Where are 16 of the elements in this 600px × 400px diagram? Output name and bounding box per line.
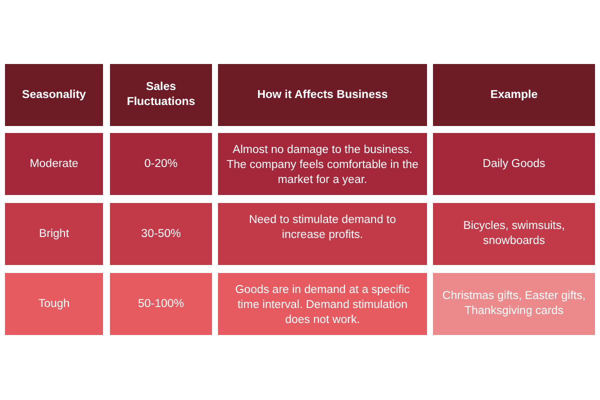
table-cell: Goods are in demand at a specific time interval. Demand stimulation does not work. (218, 273, 427, 335)
table-cell: Christmas gifts, Easter gifts, Thanksgiving cards (433, 273, 595, 335)
header-cell: Example (433, 64, 595, 126)
table-cell: Need to stimulate demand to increase profits. (218, 203, 427, 265)
table-cell: Bright (5, 203, 103, 265)
table-cell: Moderate (5, 133, 103, 195)
table-cell: Daily Goods (433, 133, 595, 195)
header-cell: Seasonality (5, 64, 103, 126)
table-cell: 0-20% (110, 133, 212, 195)
table-cell: Bicycles, swimsuits, snowboards (433, 203, 595, 265)
table-cell: 50-100% (110, 273, 212, 335)
table-cell: Tough (5, 273, 103, 335)
header-cell: Sales Fluctuations (110, 64, 212, 126)
table-cell: Almost no damage to the business. The company feels comfortable in the market for a year. (218, 133, 427, 195)
header-cell: How it Affects Business (218, 64, 427, 126)
table-cell: 30-50% (110, 203, 212, 265)
